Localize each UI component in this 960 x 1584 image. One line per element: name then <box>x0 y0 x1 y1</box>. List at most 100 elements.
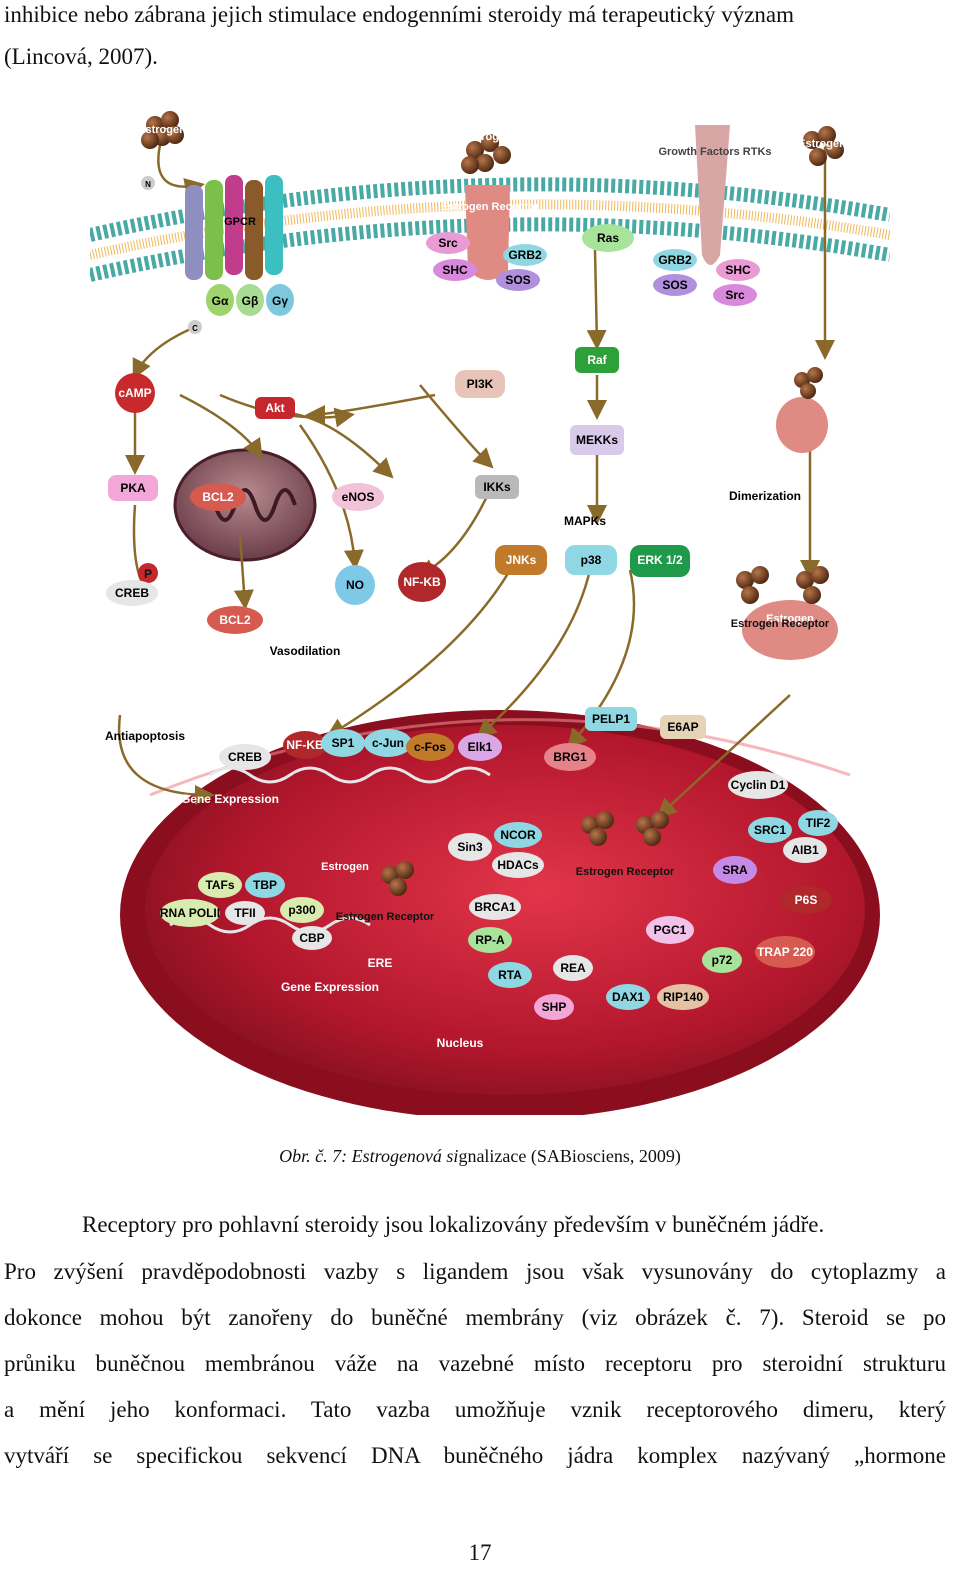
node-p300: p300 <box>288 903 316 917</box>
node-src: Src <box>438 236 458 250</box>
node-shp: SHP <box>542 1000 567 1014</box>
node-no: NO <box>346 578 364 592</box>
label-estrogen: Estrogen <box>138 124 186 136</box>
label-ere: ERE <box>368 956 393 970</box>
node-shc: SHC <box>442 263 468 277</box>
node-pka: PKA <box>120 481 146 495</box>
node-pgc1: PGC1 <box>654 923 687 937</box>
node-pelp1: PELP1 <box>592 712 630 726</box>
node-rna-polii: RNA POLII <box>160 906 220 920</box>
paragraph-line: vytváří se specifickou sekvencí DNA buně… <box>4 1443 946 1468</box>
node-akt: Akt <box>265 401 284 415</box>
node-jnks: JNKs <box>506 553 537 567</box>
node-creb: CREB <box>228 750 262 764</box>
label-dimerization: Dimerization <box>729 489 801 503</box>
dna-strand <box>209 766 491 784</box>
label-estrogen: Estrogen <box>766 613 814 625</box>
cell-membrane <box>88 177 892 282</box>
label-estrogen-receptor: Estrogen Receptor <box>576 866 675 878</box>
node-sos: SOS <box>662 278 687 292</box>
node-p38: p38 <box>581 553 602 567</box>
label-gene-expression: Gene Expression <box>181 792 279 806</box>
node-sp1: SP1 <box>332 736 355 750</box>
node-ras: Ras <box>597 231 619 245</box>
node-grb2: GRB2 <box>658 253 692 267</box>
node-rip140: RIP140 <box>663 990 703 1004</box>
label-gpcr: GPCR <box>224 216 256 228</box>
paragraph-line: a mění jeho konformaci. Tato vazba umožň… <box>4 1397 946 1422</box>
node-pi3k: PI3K <box>467 377 494 391</box>
label-gene-expression: Gene Expression <box>281 980 379 994</box>
paragraph-line: Receptory pro pohlavní steroidy jsou lok… <box>82 1212 825 1237</box>
node-cfos: c-Fos <box>414 740 446 754</box>
estrogen-signaling-figure: N C Estrogen Estrogen Estrogen GPCR Estr… <box>88 95 892 1120</box>
label-estrogen: Estrogen <box>464 131 512 143</box>
estrogen-receptor-dimer <box>742 600 838 660</box>
node-brca1: BRCA1 <box>474 900 516 914</box>
g-beta: Gβ <box>242 294 259 308</box>
node-raf: Raf <box>587 353 607 367</box>
node-hdacs: HDACs <box>497 858 539 872</box>
node-cbp: CBP <box>299 931 324 945</box>
node-nfkb: NF-KB <box>403 575 441 589</box>
node-rea: REA <box>560 961 586 975</box>
node-ikks: IKKs <box>483 480 511 494</box>
label-growth-factors: Growth Factors RTKs <box>658 146 771 158</box>
caption-title: Estrogenová si <box>351 1146 459 1166</box>
label-estrogen-receptor: Estrogen Receptor <box>441 201 540 213</box>
node-mekks: MEKKs <box>576 433 618 447</box>
text-line: inhibice nebo zábrana jejich stimulace e… <box>4 2 795 27</box>
node-bcl2: BCL2 <box>202 490 234 504</box>
paragraph-line: Pro zvýšení pravděpodobnosti vazby s lig… <box>4 1259 946 1284</box>
node-p72: p72 <box>712 953 733 967</box>
caption-number: Obr. č. 7: <box>279 1146 348 1166</box>
node-p68: P6S <box>795 893 818 907</box>
node-grb2: GRB2 <box>508 248 542 262</box>
gpcr-receptor <box>185 175 283 280</box>
node-sra: SRA <box>722 863 748 877</box>
figure-caption: Obr. č. 7: Estrogenová signalizace (SABi… <box>0 1146 960 1167</box>
node-rta: RTA <box>498 968 522 982</box>
label-estrogen-receptor: Estrogen Receptor <box>336 911 435 923</box>
node-src: Src <box>725 288 745 302</box>
node-camp: cAMP <box>118 386 151 400</box>
paragraph-line: průniku buněčnou membránou váže na vazeb… <box>4 1351 946 1376</box>
n-terminal: N <box>145 180 151 189</box>
caption-title-rest: gnalizace (SABiosciens, 2009) <box>458 1146 681 1166</box>
node-ncor: NCOR <box>500 828 536 842</box>
rtk-receptor <box>695 125 730 265</box>
label-mapks: MAPKs <box>564 514 606 528</box>
node-cyclind1: Cyclin D1 <box>731 778 786 792</box>
c-terminal: C <box>192 324 198 333</box>
node-tif2: TIF2 <box>806 816 831 830</box>
node-p: P <box>144 567 152 581</box>
node-cjun: c-Jun <box>372 736 404 750</box>
node-tbp: TBP <box>253 878 277 892</box>
node-tafs: TAFs <box>205 878 234 892</box>
estrogen-ligand-cluster <box>141 111 844 896</box>
node-enos: eNOS <box>342 490 375 504</box>
node-dax1: DAX1 <box>612 990 644 1004</box>
label-estrogen: Estrogen <box>321 861 369 873</box>
node-src1: SRC1 <box>754 823 786 837</box>
node-bcl2: BCL2 <box>219 613 251 627</box>
node-brg1: BRG1 <box>553 750 587 764</box>
g-gamma: Gγ <box>272 294 288 308</box>
page-number: 17 <box>468 1540 492 1565</box>
g-alpha: Gα <box>212 294 229 308</box>
node-sos: SOS <box>505 273 530 287</box>
label-antiapoptosis: Antiapoptosis <box>105 729 185 743</box>
node-trap220: TRAP 220 <box>757 945 813 959</box>
node-creb: CREB <box>115 586 149 600</box>
node-shc: SHC <box>725 263 751 277</box>
label-estrogen: Estrogen <box>798 138 846 150</box>
node-e6ap: E6AP <box>667 720 698 734</box>
node-sin3: Sin3 <box>457 840 483 854</box>
node-aib1: AIB1 <box>791 843 819 857</box>
paragraph-line: dokonce mohou být zanořeny do buněčné me… <box>4 1305 946 1330</box>
label-vasodilation: Vasodilation <box>270 644 341 658</box>
node-rpa: RP-A <box>475 933 505 947</box>
node-elk1: Elk1 <box>468 740 493 754</box>
label-nucleus: Nucleus <box>437 1036 484 1050</box>
text-line: (Lincová, 2007). <box>4 44 158 69</box>
